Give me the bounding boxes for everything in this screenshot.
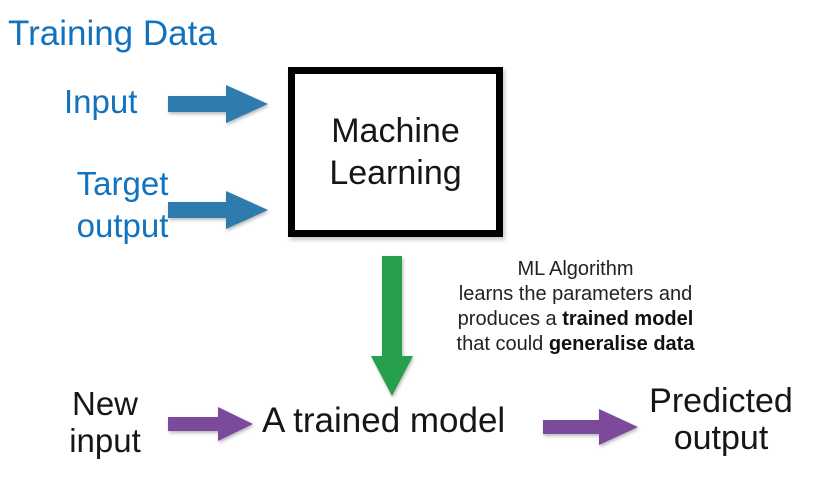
input-arrow-shape: [168, 85, 268, 123]
note-line-4-text: that could: [456, 333, 549, 355]
new-input-arrow-shape: [168, 407, 253, 441]
note-line-3-bold: trained model: [562, 308, 694, 330]
machine-learning-label: Machine Learning: [329, 112, 462, 192]
training-data-label: Training Data: [8, 14, 217, 53]
ml-algorithm-note: ML Algorithm learns the parameters and p…: [438, 257, 713, 357]
input-arrow-icon: [168, 85, 268, 123]
note-line-4: that could generalise data: [438, 332, 713, 357]
note-line-1: ML Algorithm: [517, 258, 634, 280]
note-line-4-bold: generalise data: [548, 333, 695, 355]
target-output-arrow-shape: [168, 191, 268, 229]
predicted-output-arrow-icon: [543, 409, 638, 445]
note-line-3: produces a trained model: [438, 307, 713, 332]
note-line-2: learns the parameters and: [458, 283, 693, 305]
new-input-arrow-icon: [168, 407, 253, 441]
model-down-arrow-shape: [371, 256, 413, 396]
input-label: Input: [64, 83, 138, 120]
trained-model-label: A trained model: [262, 401, 506, 440]
predicted-output-label: Predicted output: [649, 382, 793, 457]
predicted-output-arrow-shape: [543, 409, 638, 445]
new-input-label: New input: [69, 385, 141, 459]
note-line-3-text: produces a: [457, 308, 563, 330]
target-output-arrow-icon: [168, 191, 268, 229]
model-down-arrow-icon: [371, 256, 413, 396]
machine-learning-box: Machine Learning: [288, 67, 503, 237]
target-output-label: Target output: [76, 165, 169, 244]
